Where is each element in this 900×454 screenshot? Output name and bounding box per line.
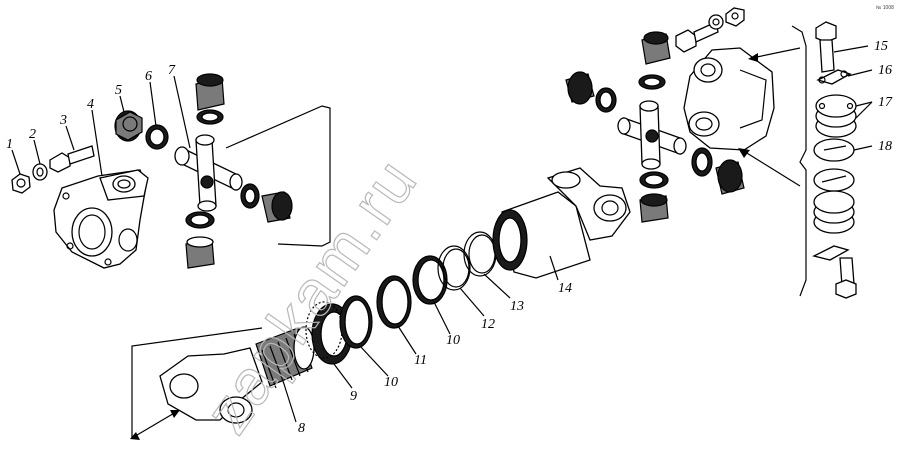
part-15-bolt [815,21,837,73]
callout-18: 18 [878,139,892,154]
part-3-bolt [49,145,95,173]
part-14-sleeve-yoke [492,167,631,279]
part-7-spider-cross [174,73,293,269]
callout-8: 8 [298,421,305,436]
callout-14: 14 [558,281,572,296]
corner-mark: № 1008 [876,5,894,11]
callout-15: 15 [874,39,888,54]
part-2-washer [32,163,48,181]
assembly-bracket-right [791,25,807,297]
part-8-splined-shaft-yoke [159,326,315,424]
callout-5: 5 [115,83,122,98]
callout-13: 13 [510,299,524,314]
arrow-to-flange-bottom [738,148,801,187]
part-right-flange-yoke [683,47,775,151]
callout-10-upper: 10 [446,333,460,348]
part-6-seal-ring [145,124,169,150]
callout-4: 4 [87,97,94,112]
callout-17: 17 [878,95,893,110]
part-13-retaining-ring [463,231,497,277]
part-10-ring-upper [412,255,448,305]
assembly-bracket-left [225,105,331,247]
callout-7: 7 [168,63,176,78]
part-12-snap-ring [437,245,471,291]
part-right-washer-top [708,14,724,30]
callout-3: 3 [59,113,67,128]
part-17-shims [815,94,857,138]
part-right-spider-cross [565,31,745,223]
part-18-cover-plate [813,138,855,162]
leader-lines [11,45,873,423]
arrow-to-flange-top [748,47,801,62]
part-5-bearing-cup [114,110,143,142]
part-1-nut [11,173,31,194]
part-right-nut-top [725,7,745,27]
part-4-flange-yoke [53,169,149,269]
arrow-to-shaft [130,327,263,440]
part-16-lock-plate [816,69,852,85]
callout-6: 6 [145,69,152,84]
callout-16: 16 [878,63,892,78]
callout-12: 12 [481,317,495,332]
callout-1: 1 [6,137,13,152]
part-11-ring [376,275,412,329]
part-10-ring-lower [339,295,373,349]
part-lower-right-set [812,168,857,299]
callout-11: 11 [414,353,427,368]
callout-10-lower: 10 [384,375,398,390]
callout-9: 9 [350,389,357,404]
callout-2: 2 [29,127,36,142]
